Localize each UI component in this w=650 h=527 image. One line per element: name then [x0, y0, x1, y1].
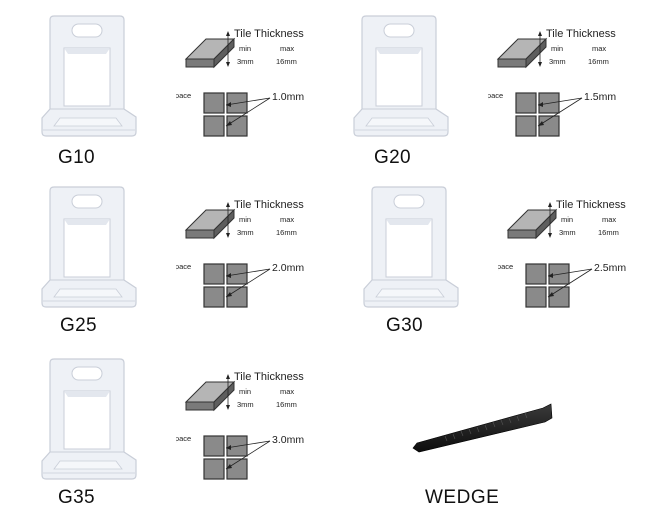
tile-grid-icon: [515, 92, 560, 137]
tile-space-label: Tile Space: [176, 262, 191, 271]
max-label: max: [280, 387, 294, 396]
model-label: G35: [58, 487, 95, 508]
spacing-value: 1.5mm: [584, 91, 616, 103]
min-value: 3mm: [237, 57, 254, 66]
max-value: 16mm: [276, 57, 297, 66]
spacing-value: 3.0mm: [272, 434, 304, 446]
min-value: 3mm: [237, 228, 254, 237]
wedge-label: WEDGE: [425, 487, 500, 508]
tile-space-label: Tile Space: [488, 91, 503, 100]
tile-grid-icon: [203, 435, 248, 480]
spacing-value: 2.0mm: [272, 262, 304, 274]
min-value: 3mm: [549, 57, 566, 66]
min-label: min: [239, 387, 251, 396]
tile-thickness-label: Tile Thickness: [546, 28, 616, 40]
clip-icon: [363, 186, 459, 308]
product-g25: G25 Tile Thickness min max 3mm 16mm Tile…: [40, 185, 360, 355]
tile-space-label: Tile Space: [176, 434, 191, 443]
min-label: min: [551, 44, 563, 53]
spec-diagram: Tile Thickness min max 3mm 16mm Tile Spa…: [488, 28, 616, 137]
wedge-image: [405, 380, 565, 465]
thickness-tile-icon: [184, 380, 236, 412]
min-label: min: [239, 44, 251, 53]
max-value: 16mm: [588, 57, 609, 66]
tile-grid-icon: [203, 92, 248, 137]
model-label: G20: [374, 147, 411, 168]
max-value: 16mm: [276, 228, 297, 237]
tile-space-label: Tile Space: [176, 91, 191, 100]
spec-diagram: Tile Thickness min max 3mm 16mm Tile Spa…: [176, 28, 304, 137]
min-label: min: [561, 215, 573, 224]
max-label: max: [592, 44, 606, 53]
clip-icon: [41, 186, 137, 308]
tile-thickness-label: Tile Thickness: [234, 28, 304, 40]
model-label: G30: [386, 315, 423, 336]
model-label: G10: [58, 147, 95, 168]
product-g30: G30 Tile Thickness min max 3mm 16mm Tile…: [362, 185, 650, 355]
thickness-tile-icon: [184, 208, 236, 240]
tile-grid-icon: [525, 263, 570, 308]
thickness-tile-icon: [496, 37, 548, 69]
spacing-value: 2.5mm: [594, 262, 626, 274]
max-label: max: [602, 215, 616, 224]
max-label: max: [280, 44, 294, 53]
min-label: min: [239, 215, 251, 224]
max-label: max: [280, 215, 294, 224]
tile-thickness-label: Tile Thickness: [556, 199, 626, 211]
min-value: 3mm: [237, 400, 254, 409]
model-label: G25: [60, 315, 97, 336]
spacing-value: 1.0mm: [272, 91, 304, 103]
tile-grid-icon: [203, 263, 248, 308]
product-g10: G10 Tile Thickness min max 3mm 16mm Tile…: [40, 14, 360, 184]
spec-diagram: Tile Thickness min max 3mm 16mm Tile Spa…: [176, 199, 304, 308]
min-value: 3mm: [559, 228, 576, 237]
max-value: 16mm: [276, 400, 297, 409]
product-g35: G35 Tile Thickness min max 3mm 16mm Tile…: [40, 357, 360, 527]
clip-icon: [353, 15, 449, 137]
product-g20: G20 Tile Thickness min max 3mm 16mm Tile…: [352, 14, 650, 184]
tile-space-label: Tile Space: [498, 262, 513, 271]
tile-thickness-label: Tile Thickness: [234, 371, 304, 383]
thickness-tile-icon: [506, 208, 558, 240]
max-value: 16mm: [598, 228, 619, 237]
spec-diagram: Tile Thickness min max 3mm 16mm Tile Spa…: [498, 199, 626, 308]
wedge-icon: [412, 403, 553, 453]
clip-icon: [41, 358, 137, 480]
tile-thickness-label: Tile Thickness: [234, 199, 304, 211]
thickness-tile-icon: [184, 37, 236, 69]
clip-icon: [41, 15, 137, 137]
spec-diagram: Tile Thickness min max 3mm 16mm Tile Spa…: [176, 371, 304, 480]
